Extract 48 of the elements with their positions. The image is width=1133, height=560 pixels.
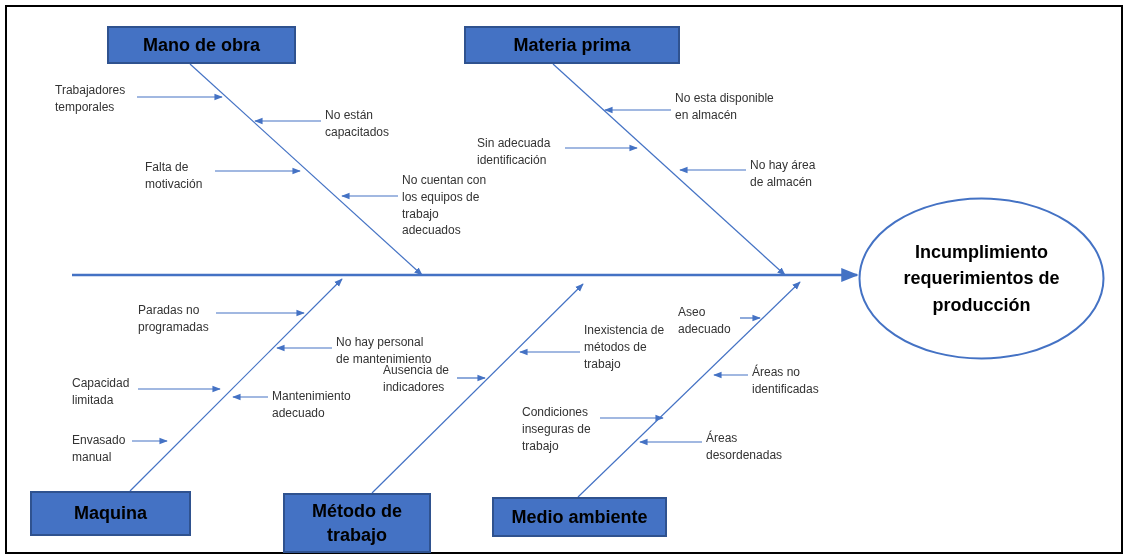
cause-text: Aseo adecuado (678, 304, 736, 338)
category-box: Materia prima (464, 26, 680, 64)
arrow (599, 414, 664, 422)
category-box: Mano de obra (107, 26, 296, 64)
cause-text: Mantenimiento adecuado (272, 388, 356, 422)
arrow (739, 314, 761, 322)
arrow (215, 309, 305, 317)
arrow (232, 393, 269, 401)
category-box: Método de trabajo (283, 493, 431, 553)
cause-text: Capacidad limitada (72, 375, 134, 409)
cause-text: Envasado manual (72, 432, 128, 466)
effect-text: Incumplimiento requerimientos de producción (902, 241, 1061, 317)
category-box: Maquina (30, 491, 191, 536)
cause-text: Áreas no identificadas (752, 364, 830, 398)
cause-text: Trabajadores temporales (55, 82, 133, 116)
cause-text: Sin adecuada identificación (477, 135, 561, 169)
arrow (131, 437, 168, 445)
bone-arrow (189, 63, 423, 276)
arrow (564, 144, 638, 152)
cause-text: No cuentan con los equipos de trabajo adecuados (402, 172, 492, 240)
cause-text: No esta disponible en almacén (675, 90, 783, 124)
arrow (341, 192, 399, 200)
bone-arrow (577, 281, 801, 498)
cause-text: Ausencia de indicadores (383, 362, 453, 396)
arrow (456, 374, 486, 382)
arrow (679, 166, 747, 174)
arrow (604, 106, 672, 114)
cause-text: Paradas no programadas (138, 302, 212, 336)
effect-ellipse (858, 197, 1105, 360)
cause-text: No están capacitados (325, 107, 395, 141)
cause-text: Falta de motivación (145, 159, 211, 193)
arrow (214, 167, 301, 175)
arrow (519, 348, 581, 356)
cause-text: No hay área de almacén (750, 157, 818, 191)
bone-arrow (552, 63, 786, 276)
cause-text: Áreas desordenadas (706, 430, 786, 464)
category-box: Medio ambiente (492, 497, 667, 537)
arrow (713, 371, 749, 379)
cause-text: Condiciones inseguras de trabajo (522, 404, 596, 455)
arrow (136, 93, 223, 101)
arrow (137, 385, 221, 393)
bone-arrow (129, 278, 343, 492)
spine-arrow (72, 268, 859, 282)
arrow (639, 438, 703, 446)
arrow (254, 117, 322, 125)
bone-arrow (371, 283, 584, 494)
arrow (276, 344, 333, 352)
cause-text: Inexistencia de métodos de trabajo (584, 322, 672, 373)
